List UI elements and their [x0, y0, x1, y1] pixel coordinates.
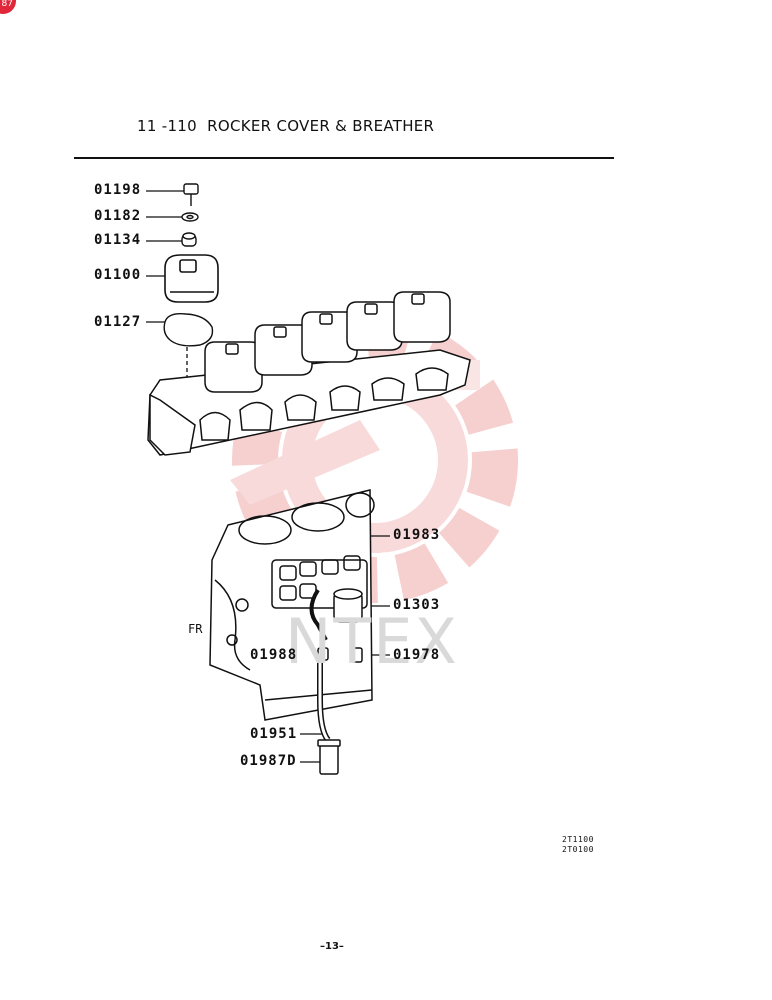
cover-row: [204, 291, 451, 393]
gasket-01127: [163, 312, 214, 347]
breather-assembly: [309, 588, 363, 775]
page-number: –13–: [320, 941, 344, 952]
washer-hole: [186, 214, 194, 220]
part-label-01134: 01134: [94, 232, 142, 248]
part-label-01987D: 01987D: [240, 753, 297, 769]
cylinder-block: [209, 489, 375, 721]
pipe-01987D: [319, 743, 339, 775]
ref-code-2: 2T0100: [562, 845, 594, 854]
part-label-01988: 01988: [250, 647, 298, 663]
bolt-01198: [183, 183, 199, 195]
part-label-01182: 01182: [94, 208, 142, 224]
corner-badge-text: 87: [1, 0, 13, 9]
seal-top: [182, 232, 196, 240]
bolt-01978: [351, 647, 363, 663]
cylinder-head-assembly: [147, 291, 471, 456]
rocker-cover-01100: [164, 254, 219, 303]
part-label-01303: 01303: [393, 597, 441, 613]
head-ports: [199, 367, 449, 441]
small-parts: [181, 183, 199, 247]
part-label-01978: 01978: [393, 647, 441, 663]
title-rule: [74, 157, 614, 159]
orientation-label: FR: [188, 622, 203, 636]
page-title: 11 -110 ROCKER COVER & BREATHER: [137, 117, 435, 135]
part-label-01127: 01127: [94, 314, 142, 330]
part-label-01198: 01198: [94, 182, 142, 198]
part-label-01983: 01983: [393, 527, 441, 543]
ref-code-1: 2T1100: [562, 835, 594, 844]
watermark-text: NTEX: [285, 605, 459, 678]
part-label-01951: 01951: [250, 726, 298, 742]
part-label-01100: 01100: [94, 267, 142, 283]
